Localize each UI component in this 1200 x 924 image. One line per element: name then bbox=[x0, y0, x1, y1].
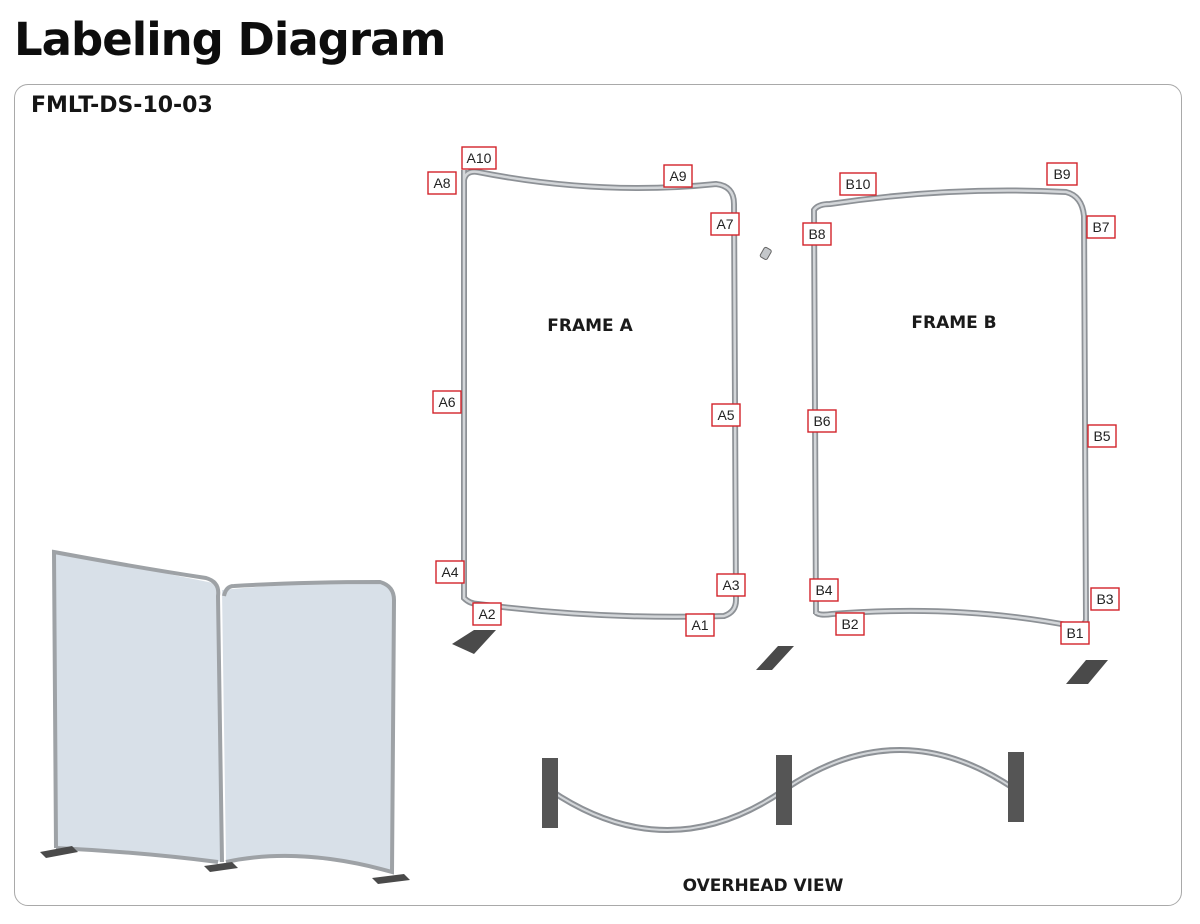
assembled-bottom-rail bbox=[55, 846, 219, 864]
frame-a-tube bbox=[461, 168, 740, 620]
svg-text:A10: A10 bbox=[467, 150, 492, 166]
label-b2: B2 bbox=[835, 612, 865, 636]
fabric-panel-left bbox=[54, 552, 222, 862]
svg-text:A2: A2 bbox=[478, 606, 495, 622]
diagram-panel: FMLT-DS-10-03 bbox=[14, 84, 1182, 906]
label-b10: B10 bbox=[839, 172, 877, 196]
label-b3: B3 bbox=[1090, 587, 1120, 611]
base-plate-icon bbox=[40, 846, 78, 858]
page-title: Labeling Diagram bbox=[14, 13, 446, 66]
frame-b-title: FRAME B bbox=[911, 313, 996, 333]
svg-text:B1: B1 bbox=[1066, 625, 1083, 641]
svg-text:B7: B7 bbox=[1092, 219, 1109, 235]
model-code: FMLT-DS-10-03 bbox=[31, 93, 213, 118]
svg-text:B5: B5 bbox=[1093, 428, 1110, 444]
svg-text:A3: A3 bbox=[722, 577, 739, 593]
base-plate-icon bbox=[204, 862, 238, 872]
label-a2: A2 bbox=[472, 602, 502, 626]
overhead-view-title: OVERHEAD VIEW bbox=[683, 876, 844, 896]
label-b4: B4 bbox=[809, 578, 839, 602]
frame-a: FRAME A bbox=[452, 168, 740, 654]
label-b6: B6 bbox=[807, 409, 837, 433]
label-b8: B8 bbox=[802, 222, 832, 246]
label-b7: B7 bbox=[1086, 215, 1116, 239]
base-plate-icon bbox=[372, 874, 410, 884]
assembled-display-illustration bbox=[40, 549, 410, 884]
svg-text:A9: A9 bbox=[669, 168, 686, 184]
label-a8: A8 bbox=[427, 171, 457, 195]
frame-b: FRAME B bbox=[810, 187, 1108, 684]
label-b5: B5 bbox=[1087, 424, 1117, 448]
label-a6: A6 bbox=[432, 390, 462, 414]
svg-text:B2: B2 bbox=[841, 616, 858, 632]
label-a1: A1 bbox=[685, 613, 715, 637]
svg-text:A1: A1 bbox=[691, 617, 708, 633]
svg-text:B4: B4 bbox=[815, 582, 832, 598]
overhead-base-icon bbox=[776, 755, 792, 825]
label-a4: A4 bbox=[435, 560, 465, 584]
svg-text:A8: A8 bbox=[433, 175, 450, 191]
svg-text:A4: A4 bbox=[441, 564, 458, 580]
label-b1: B1 bbox=[1060, 621, 1090, 645]
connector-icon bbox=[759, 246, 772, 260]
fabric-panel-right bbox=[222, 583, 394, 872]
label-b9: B9 bbox=[1046, 162, 1078, 186]
overhead-base-icon bbox=[542, 758, 558, 828]
svg-text:A7: A7 bbox=[716, 216, 733, 232]
label-a9: A9 bbox=[663, 164, 693, 188]
overhead-base-icon bbox=[1008, 752, 1024, 822]
base-plate-icon bbox=[452, 630, 496, 654]
svg-text:B6: B6 bbox=[813, 413, 830, 429]
svg-text:A5: A5 bbox=[717, 407, 734, 423]
frame-b-tube bbox=[810, 187, 1090, 630]
overhead-view: OVERHEAD VIEW bbox=[542, 747, 1024, 896]
svg-text:B9: B9 bbox=[1053, 166, 1070, 182]
label-a7: A7 bbox=[710, 212, 740, 236]
assembled-frame-left bbox=[51, 549, 224, 863]
label-a5: A5 bbox=[711, 403, 741, 427]
svg-text:B8: B8 bbox=[808, 226, 825, 242]
svg-text:B3: B3 bbox=[1096, 591, 1113, 607]
label-a3: A3 bbox=[716, 573, 746, 597]
label-a10: A10 bbox=[461, 146, 497, 170]
svg-text:B10: B10 bbox=[846, 176, 871, 192]
svg-text:A6: A6 bbox=[438, 394, 455, 410]
base-plate-icon bbox=[756, 646, 794, 670]
base-plate-icon bbox=[1066, 660, 1108, 684]
frame-a-title: FRAME A bbox=[547, 316, 633, 336]
assembled-frame-right bbox=[222, 579, 397, 875]
